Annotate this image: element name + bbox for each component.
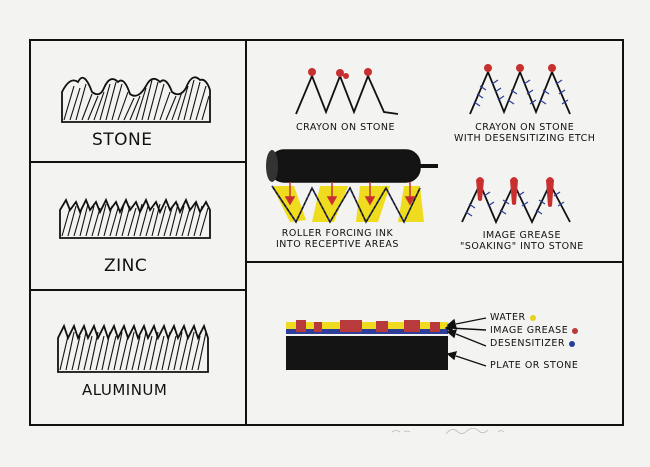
roller-ink-figure <box>266 149 438 224</box>
grease-dot-icon <box>572 327 579 334</box>
stone-surface-section <box>61 76 211 123</box>
desensitizer-dot-icon <box>569 340 576 347</box>
desensitizing-etch-figure <box>469 64 571 115</box>
grease-line2: "SOAKING" INTO STONE <box>460 241 584 252</box>
aluminum-label: ALUMINUM <box>82 381 168 399</box>
grease-label: IMAGE GREASE "SOAKING" INTO STONE <box>460 230 584 252</box>
stone-label: STONE <box>92 130 153 150</box>
zinc-surface-section <box>59 197 211 239</box>
roller-line2: INTO RECEPTIVE AREAS <box>276 239 399 250</box>
signature-mark <box>391 428 505 435</box>
grease-line1: IMAGE GREASE <box>482 230 561 241</box>
roller-label: ROLLER FORCING INK INTO RECEPTIVE AREAS <box>276 228 399 250</box>
legend-water: WATER <box>490 312 536 323</box>
frame <box>29 39 624 426</box>
roller-line1: ROLLER FORCING INK <box>281 228 394 239</box>
legend-grease-label: IMAGE GREASE <box>490 325 569 336</box>
aluminum-surface-section <box>57 323 209 373</box>
grease-soaking-figure <box>461 177 571 225</box>
desensitizing-etch-line2: WITH DESENSITIZING ETCH <box>454 133 596 144</box>
plate-layers-figure <box>286 317 487 370</box>
desensitizing-etch-line1: CRAYON ON STONE <box>475 122 575 133</box>
legend-water-label: WATER <box>490 312 526 323</box>
desensitizing-etch-label: CRAYON ON STONE WITH DESENSITIZING ETCH <box>454 122 595 144</box>
zinc-label: ZINC <box>104 256 148 276</box>
water-dot-icon <box>529 314 536 321</box>
legend-desensitizer-label: DESENSITIZER <box>490 338 566 349</box>
crayon-on-stone-figure <box>295 68 399 115</box>
legend-image-grease: IMAGE GREASE <box>490 325 579 336</box>
crayon-on-stone-label: CRAYON ON STONE <box>296 122 396 133</box>
legend-desensitizer: DESENSITIZER <box>490 338 576 349</box>
legend-plate-or-stone: PLATE OR STONE <box>490 360 579 371</box>
